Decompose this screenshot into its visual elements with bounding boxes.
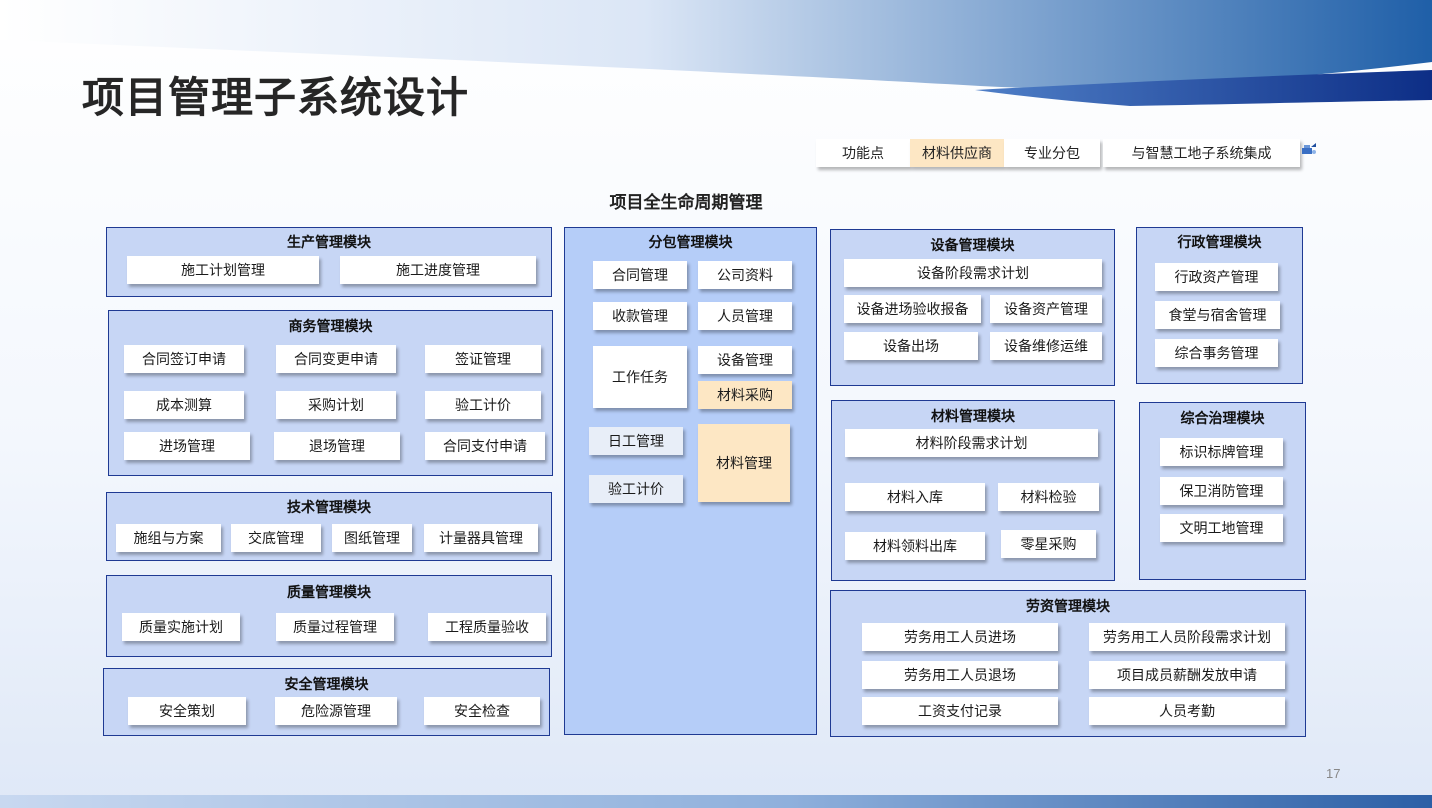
module-title: 质量管理模块 [287, 584, 371, 600]
function-item: 进场管理 [124, 432, 250, 460]
function-item: 交底管理 [231, 524, 321, 552]
function-item: 设备出场 [844, 332, 978, 360]
function-item: 图纸管理 [332, 524, 412, 552]
function-item: 标识标牌管理 [1160, 438, 1283, 466]
function-item: 安全检查 [424, 697, 540, 725]
function-item-supplier: 材料采购 [698, 381, 792, 409]
function-item: 文明工地管理 [1160, 514, 1283, 542]
function-item: 设备进场验收报备 [844, 295, 981, 323]
function-item: 施组与方案 [116, 524, 221, 552]
module-title: 材料管理模块 [931, 408, 1015, 424]
page-title: 项目管理子系统设计 [82, 74, 470, 121]
function-item: 项目成员薪酬发放申请 [1089, 661, 1285, 689]
function-item: 保卫消防管理 [1160, 477, 1283, 505]
page-number: 17 [1326, 766, 1341, 781]
module-title: 设备管理模块 [930, 237, 1015, 253]
module-title: 安全管理模块 [284, 676, 369, 692]
function-item: 危险源管理 [275, 697, 397, 725]
function-item: 设备管理 [698, 346, 792, 374]
function-item: 合同支付申请 [425, 432, 545, 460]
function-item: 行政资产管理 [1155, 263, 1278, 291]
legend-smart-site-integration: 与智慧工地子系统集成 [1103, 139, 1300, 167]
module-technical: 技术管理模块 施组与方案 交底管理 图纸管理 计量器具管理 [106, 492, 552, 561]
module-title: 综合治理模块 [1180, 410, 1265, 426]
function-item: 验工计价 [425, 391, 541, 419]
module-title: 行政管理模块 [1177, 234, 1262, 250]
function-item: 质量实施计划 [122, 613, 240, 641]
function-item: 施工进度管理 [340, 256, 536, 284]
function-item: 食堂与宿舍管理 [1155, 301, 1280, 329]
function-item: 成本测算 [124, 391, 244, 419]
module-labor: 劳资管理模块 劳务用工人员进场 劳务用工人员阶段需求计划 劳务用工人员退场 项目… [830, 590, 1306, 737]
module-title: 技术管理模块 [287, 499, 371, 515]
function-item: 材料入库 [845, 483, 985, 511]
function-item: 工程质量验收 [428, 613, 546, 641]
function-item-supplier: 材料管理 [698, 424, 790, 502]
module-admin: 行政管理模块 行政资产管理 食堂与宿舍管理 综合事务管理 [1136, 227, 1303, 384]
function-item: 计量器具管理 [424, 524, 538, 552]
footer-decoration [0, 795, 1432, 808]
function-item: 公司资料 [698, 261, 792, 289]
function-item: 材料领料出库 [845, 532, 985, 560]
function-item: 人员考勤 [1089, 697, 1285, 725]
module-production: 生产管理模块 施工计划管理 施工进度管理 [106, 227, 552, 297]
function-item: 合同管理 [593, 261, 687, 289]
function-item: 综合事务管理 [1155, 339, 1278, 367]
function-item: 收款管理 [593, 302, 687, 330]
function-item: 设备阶段需求计划 [844, 259, 1102, 287]
function-item: 合同变更申请 [276, 345, 396, 373]
function-item: 采购计划 [276, 391, 396, 419]
module-equipment: 设备管理模块 设备阶段需求计划 设备进场验收报备 设备资产管理 设备出场 设备维… [830, 229, 1115, 386]
function-item: 设备资产管理 [990, 295, 1102, 323]
function-item: 签证管理 [425, 345, 541, 373]
function-item: 零星采购 [1001, 530, 1096, 558]
legend-professional-subcontract: 专业分包 [1004, 139, 1100, 167]
module-title: 劳资管理模块 [1026, 598, 1110, 614]
function-item: 劳务用工人员进场 [862, 623, 1058, 651]
integration-icon [1302, 143, 1316, 154]
module-safety: 安全管理模块 安全策划 危险源管理 安全检查 [103, 668, 550, 736]
module-quality: 质量管理模块 质量实施计划 质量过程管理 工程质量验收 [106, 575, 552, 657]
module-subcontract: 分包管理模块 合同管理 公司资料 收款管理 人员管理 工作任务 设备管理 材料采… [564, 227, 817, 735]
function-item: 人员管理 [698, 302, 792, 330]
function-item: 劳务用工人员阶段需求计划 [1089, 623, 1285, 651]
function-item: 材料检验 [998, 483, 1099, 511]
function-item: 退场管理 [274, 432, 400, 460]
function-item: 工作任务 [593, 346, 687, 408]
function-item: 材料阶段需求计划 [845, 429, 1098, 457]
function-item-subcontract: 日工管理 [589, 427, 683, 455]
module-title: 分包管理模块 [648, 234, 733, 250]
module-business: 商务管理模块 合同签订申请 合同变更申请 签证管理 成本测算 采购计划 验工计价… [108, 310, 553, 476]
function-item: 质量过程管理 [276, 613, 394, 641]
function-item: 合同签订申请 [124, 345, 244, 373]
function-item-subcontract: 验工计价 [589, 475, 683, 503]
function-item: 工资支付记录 [862, 697, 1058, 725]
legend-function-point: 功能点 [816, 139, 910, 167]
header-decoration [0, 0, 1432, 106]
module-material: 材料管理模块 材料阶段需求计划 材料入库 材料检验 材料领料出库 零星采购 [831, 400, 1115, 581]
module-title: 商务管理模块 [288, 318, 373, 334]
function-item: 安全策划 [128, 697, 246, 725]
function-item: 设备维修运维 [990, 332, 1102, 360]
function-item: 劳务用工人员退场 [862, 661, 1058, 689]
diagram-title: 项目全生命周期管理 [609, 193, 763, 212]
function-item: 施工计划管理 [127, 256, 319, 284]
module-title: 生产管理模块 [287, 234, 371, 250]
legend-material-supplier: 材料供应商 [910, 139, 1004, 167]
module-governance: 综合治理模块 标识标牌管理 保卫消防管理 文明工地管理 [1139, 402, 1306, 580]
